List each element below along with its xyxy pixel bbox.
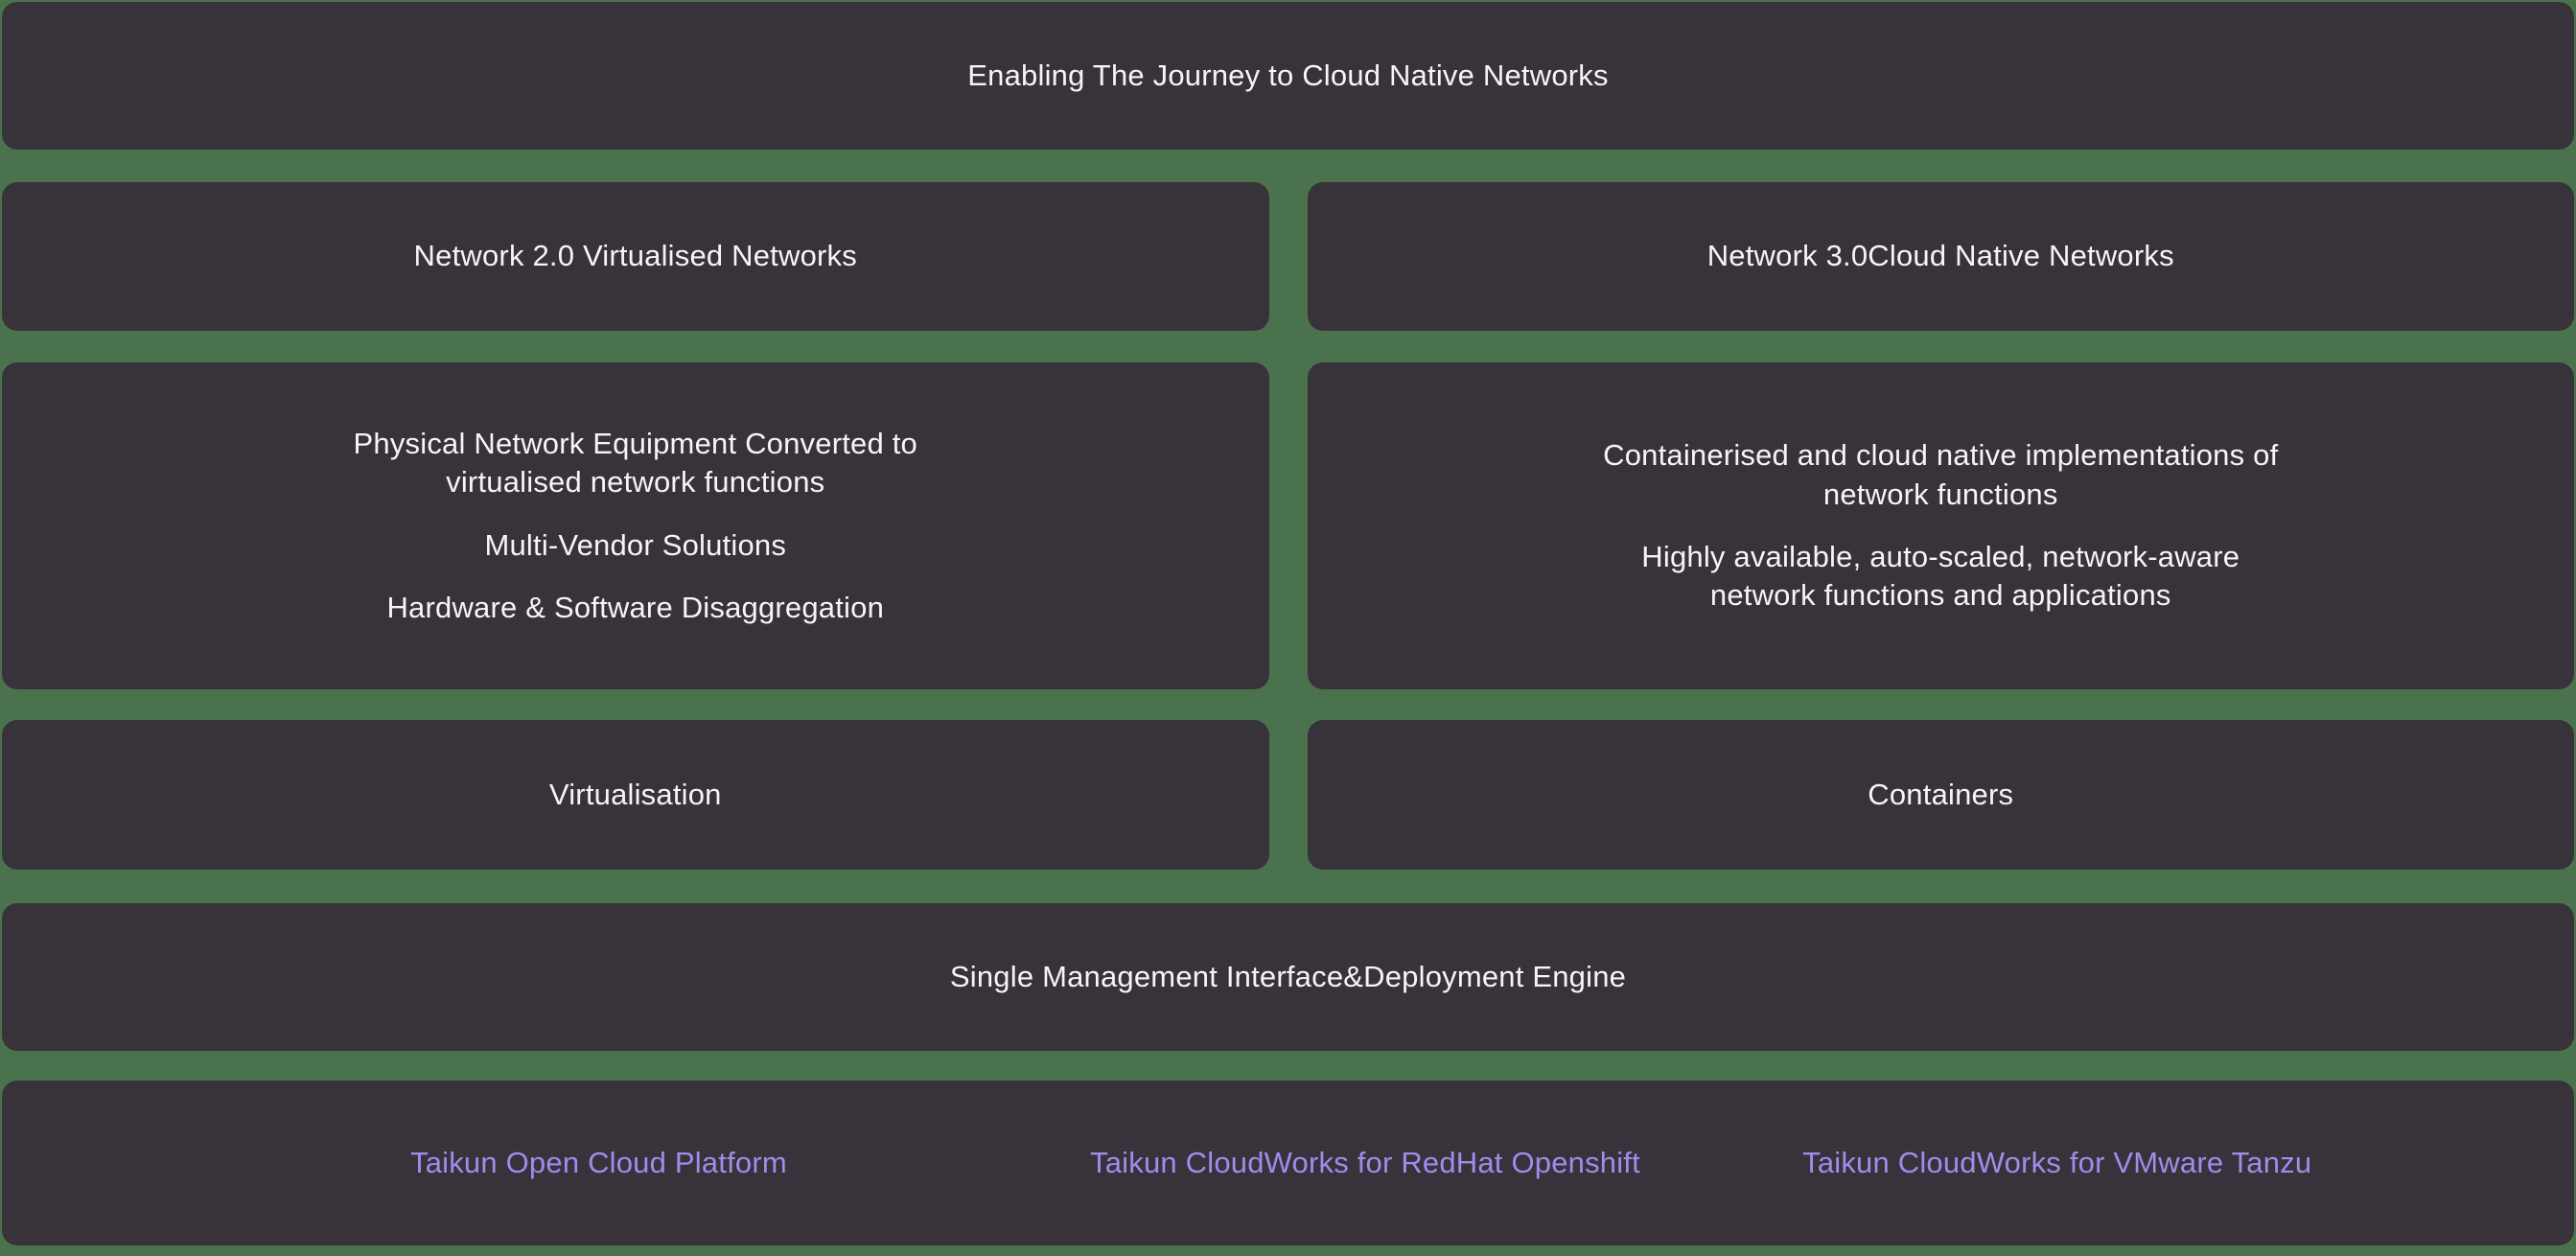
containers-label: Containers bbox=[1868, 777, 2014, 811]
network-2-card: Network 2.0 Virtualised Networks bbox=[2, 182, 1269, 331]
network-2-detail: Physical Network Equipment Converted to … bbox=[353, 426, 917, 500]
network-3-card: Network 3.0Cloud Native Networks bbox=[1307, 182, 2574, 331]
containers-card: Containers bbox=[1307, 720, 2574, 870]
network-3-heading: Network 3.0Cloud Native Networks bbox=[1706, 239, 2174, 273]
link-taikun-cloudworks-vmware-tanzu[interactable]: Taikun CloudWorks for VMware Tanzu bbox=[1802, 1145, 2312, 1179]
network-2-detail: Hardware & Software Disaggregation bbox=[386, 590, 885, 624]
network-3-details-card: Containerised and cloud native implement… bbox=[1307, 362, 2574, 689]
technology-row: Virtualisation Containers bbox=[2, 720, 2574, 870]
virtualisation-card: Virtualisation bbox=[2, 720, 1269, 870]
network-details-row: Physical Network Equipment Converted to … bbox=[2, 362, 2574, 689]
products-card: Taikun Open Cloud Platform Taikun CloudW… bbox=[2, 1081, 2574, 1245]
page-title: Enabling The Journey to Cloud Native Net… bbox=[967, 58, 1609, 92]
network-2-detail: Multi-Vendor Solutions bbox=[484, 527, 787, 562]
header-card: Enabling The Journey to Cloud Native Net… bbox=[2, 2, 2574, 150]
network-headings-row: Network 2.0 Virtualised Networks Network… bbox=[2, 182, 2574, 331]
link-taikun-cloudworks-redhat-openshift[interactable]: Taikun CloudWorks for RedHat Openshift bbox=[1090, 1145, 1640, 1179]
network-3-detail: Highly available, auto-scaled, network-a… bbox=[1641, 540, 2240, 613]
management-label: Single Management Interface&Deployment E… bbox=[949, 959, 1627, 993]
network-2-heading: Network 2.0 Virtualised Networks bbox=[413, 239, 857, 273]
network-2-details-card: Physical Network Equipment Converted to … bbox=[2, 362, 1269, 689]
virtualisation-label: Virtualisation bbox=[548, 777, 722, 811]
link-taikun-open-cloud-platform[interactable]: Taikun Open Cloud Platform bbox=[410, 1145, 787, 1179]
network-3-detail: Containerised and cloud native implement… bbox=[1603, 438, 2279, 511]
management-card: Single Management Interface&Deployment E… bbox=[2, 903, 2574, 1051]
